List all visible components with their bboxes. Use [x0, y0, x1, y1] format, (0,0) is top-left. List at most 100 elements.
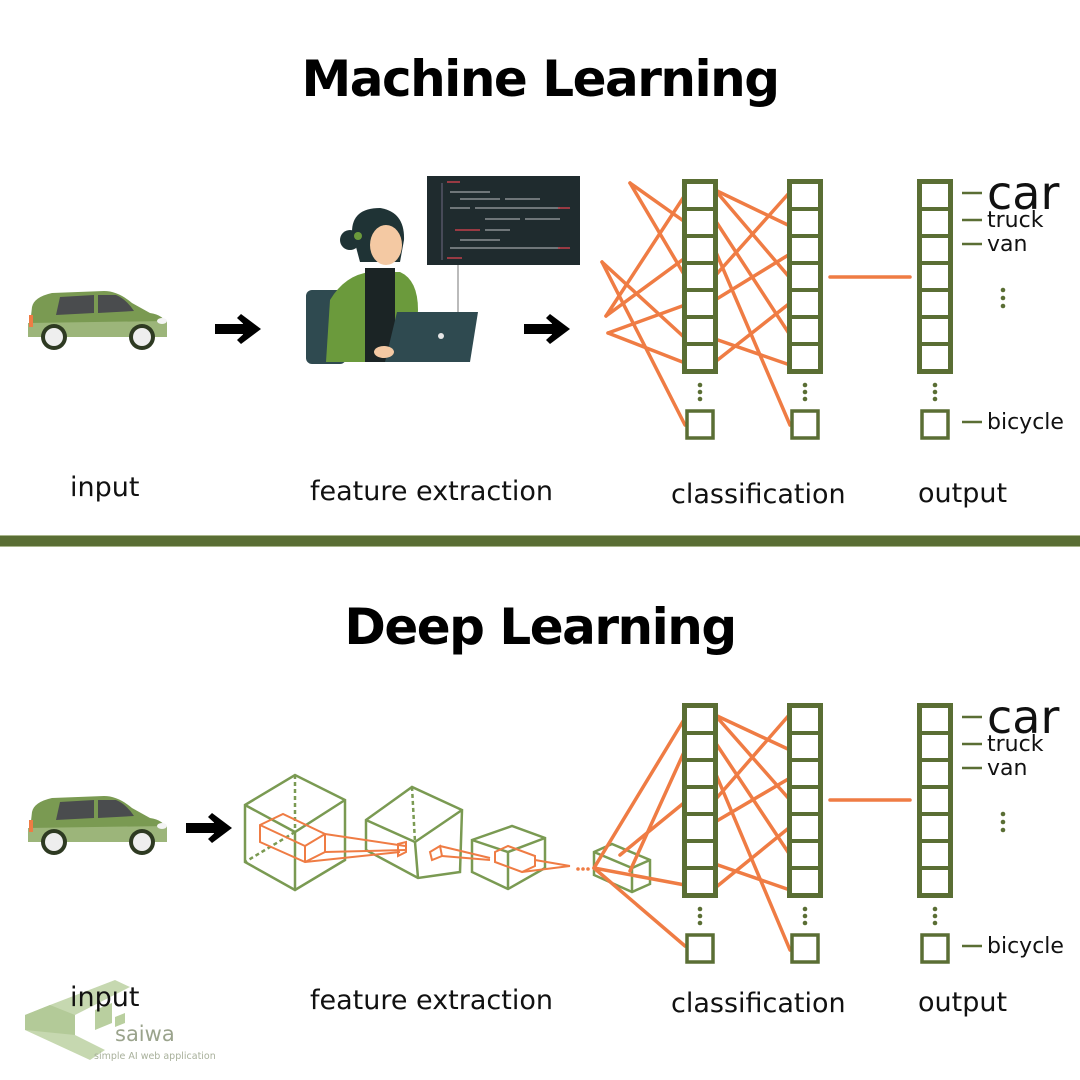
dl-hidden1-ellipsis-dot: [697, 913, 703, 919]
watermark-name: saiwa: [115, 1022, 175, 1046]
dl-connections: [592, 712, 912, 952]
dl-hidden1-node: [683, 866, 717, 897]
ml-output-label-truck: truck: [987, 208, 1044, 233]
dl-output-label-truck: truck: [987, 732, 1044, 757]
dl-hidden1-last-node: [685, 933, 715, 964]
ml-output-ellipsis-dot: [1000, 295, 1006, 301]
ml-connections: [600, 181, 912, 427]
dl-hidden2-last-node: [790, 933, 820, 964]
dl-input-label: input: [70, 982, 140, 1013]
ml-output-last-node: [920, 409, 950, 440]
ml-hidden1-ellipsis-dot: [697, 396, 703, 402]
ml-hidden2-ellipsis-dot: [802, 389, 808, 395]
ml-output-node: [918, 288, 952, 319]
dl-hidden2-ellipsis-dot: [802, 913, 808, 919]
ml-hidden2-node: [788, 261, 822, 292]
ml-hidden2-node: [788, 234, 822, 265]
ml-output-column-frame: [917, 179, 953, 374]
ml-output-label-van: van: [987, 232, 1027, 257]
dl-title: Deep Learning: [344, 598, 737, 656]
dl-hidden1-node: [683, 704, 717, 735]
ml-hidden1-node: [683, 207, 717, 238]
ml-hidden2-node: [788, 207, 822, 238]
ml-hidden1-node: [683, 315, 717, 346]
dl-hidden1-node: [683, 812, 717, 843]
ml-hidden2-ellipsis-dot: [802, 396, 808, 402]
ml-arrow-2-icon: [524, 314, 570, 344]
ml-hidden1-last-node: [685, 409, 715, 440]
dl-hidden2-ellipsis-dot: [802, 920, 808, 926]
dl-output-label: output: [918, 987, 1008, 1018]
dl-output-node: [918, 785, 952, 816]
dl-hidden2-node: [788, 731, 822, 762]
dl-arrow-icon: [186, 813, 232, 843]
ml-output-label-bicycle: bicycle: [987, 410, 1064, 435]
ml-arrow-1-icon: [215, 314, 261, 344]
ml-output-node: [918, 207, 952, 238]
ml-hidden1-node: [683, 180, 717, 211]
dl-output-ellipsis-dot: [1000, 827, 1006, 833]
dl-output-node: [918, 704, 952, 735]
dl-hidden1-node: [683, 839, 717, 870]
dl-hidden1-ellipsis-dot: [697, 920, 703, 926]
ml-output-node: [918, 342, 952, 373]
dl-output-ellipsis-dot: [1000, 811, 1006, 817]
ml-hidden1-node: [683, 342, 717, 373]
ml-input-car-icon: [28, 291, 167, 350]
ml-hidden2-node: [788, 288, 822, 319]
dl-output-ellipsis-dot: [932, 913, 938, 919]
dl-output-label-van: van: [987, 756, 1027, 781]
ml-output-ellipsis-dot: [1000, 303, 1006, 309]
ml-hidden1-column-frame: [682, 179, 718, 374]
section-divider: [0, 535, 1080, 547]
ml-hidden2-ellipsis-dot: [802, 382, 808, 388]
dl-output-ellipsis-dot: [932, 906, 938, 912]
dl-output-node: [918, 866, 952, 897]
ml-title: Machine Learning: [301, 50, 780, 108]
watermark-tagline: simple AI web application: [94, 1051, 216, 1062]
ml-output-node: [918, 180, 952, 211]
dl-hidden1-node: [683, 785, 717, 816]
ml-hidden2-node: [788, 180, 822, 211]
dl-output-node: [918, 758, 952, 789]
dl-convolution-cubes-icon: [243, 773, 652, 894]
dl-hidden2-node: [788, 812, 822, 843]
ml-output-node: [918, 261, 952, 292]
ml-hidden1-node: [683, 234, 717, 265]
dl-hidden2-node: [788, 866, 822, 897]
ml-person-laptop-icon: [306, 176, 580, 364]
dl-output-column-frame: [917, 703, 953, 898]
saiwa-logo-icon: [25, 980, 130, 1060]
ml-output-label-car: car: [987, 166, 1059, 220]
ml-output-label: output: [918, 478, 1008, 509]
dl-hidden2-node: [788, 758, 822, 789]
dl-output-node: [918, 839, 952, 870]
ml-output-node: [918, 315, 952, 346]
dl-hidden2-column-frame: [787, 703, 823, 898]
dl-output-ellipsis-dot: [932, 920, 938, 926]
dl-output-ellipsis-dot: [1000, 819, 1006, 825]
ml-hidden2-node: [788, 342, 822, 373]
dl-hidden1-node: [683, 758, 717, 789]
ml-hidden1-ellipsis-dot: [697, 382, 703, 388]
ml-hidden1-node: [683, 288, 717, 319]
ml-classification-label: classification: [671, 479, 846, 510]
dl-hidden2-ellipsis-dot: [802, 906, 808, 912]
dl-hidden2-node: [788, 704, 822, 735]
dl-feature-extraction-label: feature extraction: [310, 985, 553, 1016]
ml-output-ellipsis-dot: [932, 389, 938, 395]
dl-hidden2-node: [788, 785, 822, 816]
dl-output-node: [918, 812, 952, 843]
dl-output-label-car: car: [987, 690, 1059, 744]
dl-output-label-bicycle: bicycle: [987, 934, 1064, 959]
ml-output-ellipsis-dot: [932, 396, 938, 402]
ml-hidden1-ellipsis-dot: [697, 389, 703, 395]
dl-hidden2-node: [788, 839, 822, 870]
ml-output-ellipsis-dot: [932, 382, 938, 388]
dl-hidden1-column-frame: [682, 703, 718, 898]
ml-input-label: input: [70, 472, 140, 503]
ml-feature-extraction-label: feature extraction: [310, 476, 553, 507]
dl-output-last-node: [920, 933, 950, 964]
dl-hidden1-ellipsis-dot: [697, 906, 703, 912]
